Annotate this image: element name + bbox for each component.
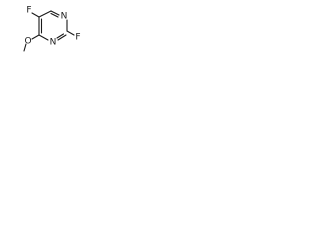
bond-c5-c6 (38, 10, 52, 18)
bond-c2-n3-double (56, 33, 65, 39)
atom-label-oxygen-methoxy: O (24, 37, 31, 47)
atom-label-fluorine-right: F (75, 33, 80, 43)
bond-o-methyl (23, 43, 27, 52)
pyrimidine-structure-diagram: F N F N O (23, 6, 81, 52)
bond-layer (23, 10, 75, 52)
atom-label-layer: F N F N O (24, 6, 80, 48)
bond-n3-c4 (38, 34, 49, 41)
atom-label-nitrogen-upper: N (61, 12, 68, 22)
bond-c6-n1-double (50, 12, 59, 18)
bond-c6-n1 (50, 10, 60, 16)
bond-c2-n3 (57, 34, 67, 41)
atom-label-nitrogen-lower: N (50, 38, 57, 48)
bond-c2-f (66, 30, 75, 36)
bond-c5-f (31, 12, 40, 18)
atom-label-fluorine-top: F (26, 6, 31, 16)
bond-c4-o (31, 34, 40, 40)
